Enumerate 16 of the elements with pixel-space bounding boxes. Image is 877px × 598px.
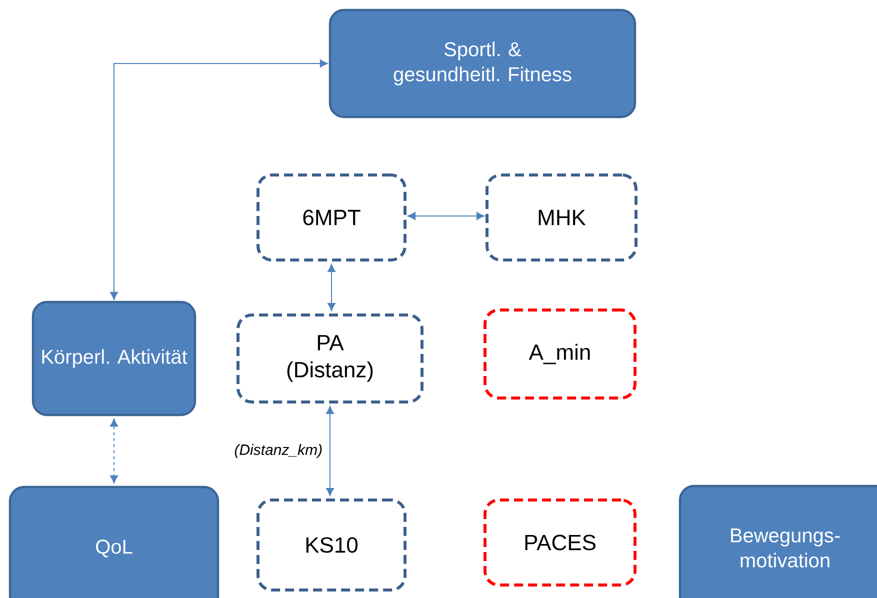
dashed-box: PACES	[484, 498, 636, 586]
process-box: Körperl. Aktivität	[32, 300, 196, 416]
process-box: Bewegungs- motivation	[678, 484, 877, 598]
process-box: QoL	[8, 486, 220, 598]
dashed-box: A_min	[484, 308, 636, 400]
arrow	[110, 60, 328, 300]
dashed-box: MHK	[486, 174, 638, 262]
arrow	[408, 212, 484, 220]
arrow	[110, 418, 118, 484]
arrow	[328, 264, 336, 311]
dashed-box: 6MPT	[256, 174, 406, 262]
dashed-box: KS10	[256, 498, 406, 592]
dashed-box: PA (Distanz)	[236, 314, 424, 404]
arrow	[326, 406, 334, 496]
process-box: Sportl. & gesundheitl. Fitness	[328, 8, 636, 118]
edge-label: (Distanz_km)	[234, 444, 322, 458]
